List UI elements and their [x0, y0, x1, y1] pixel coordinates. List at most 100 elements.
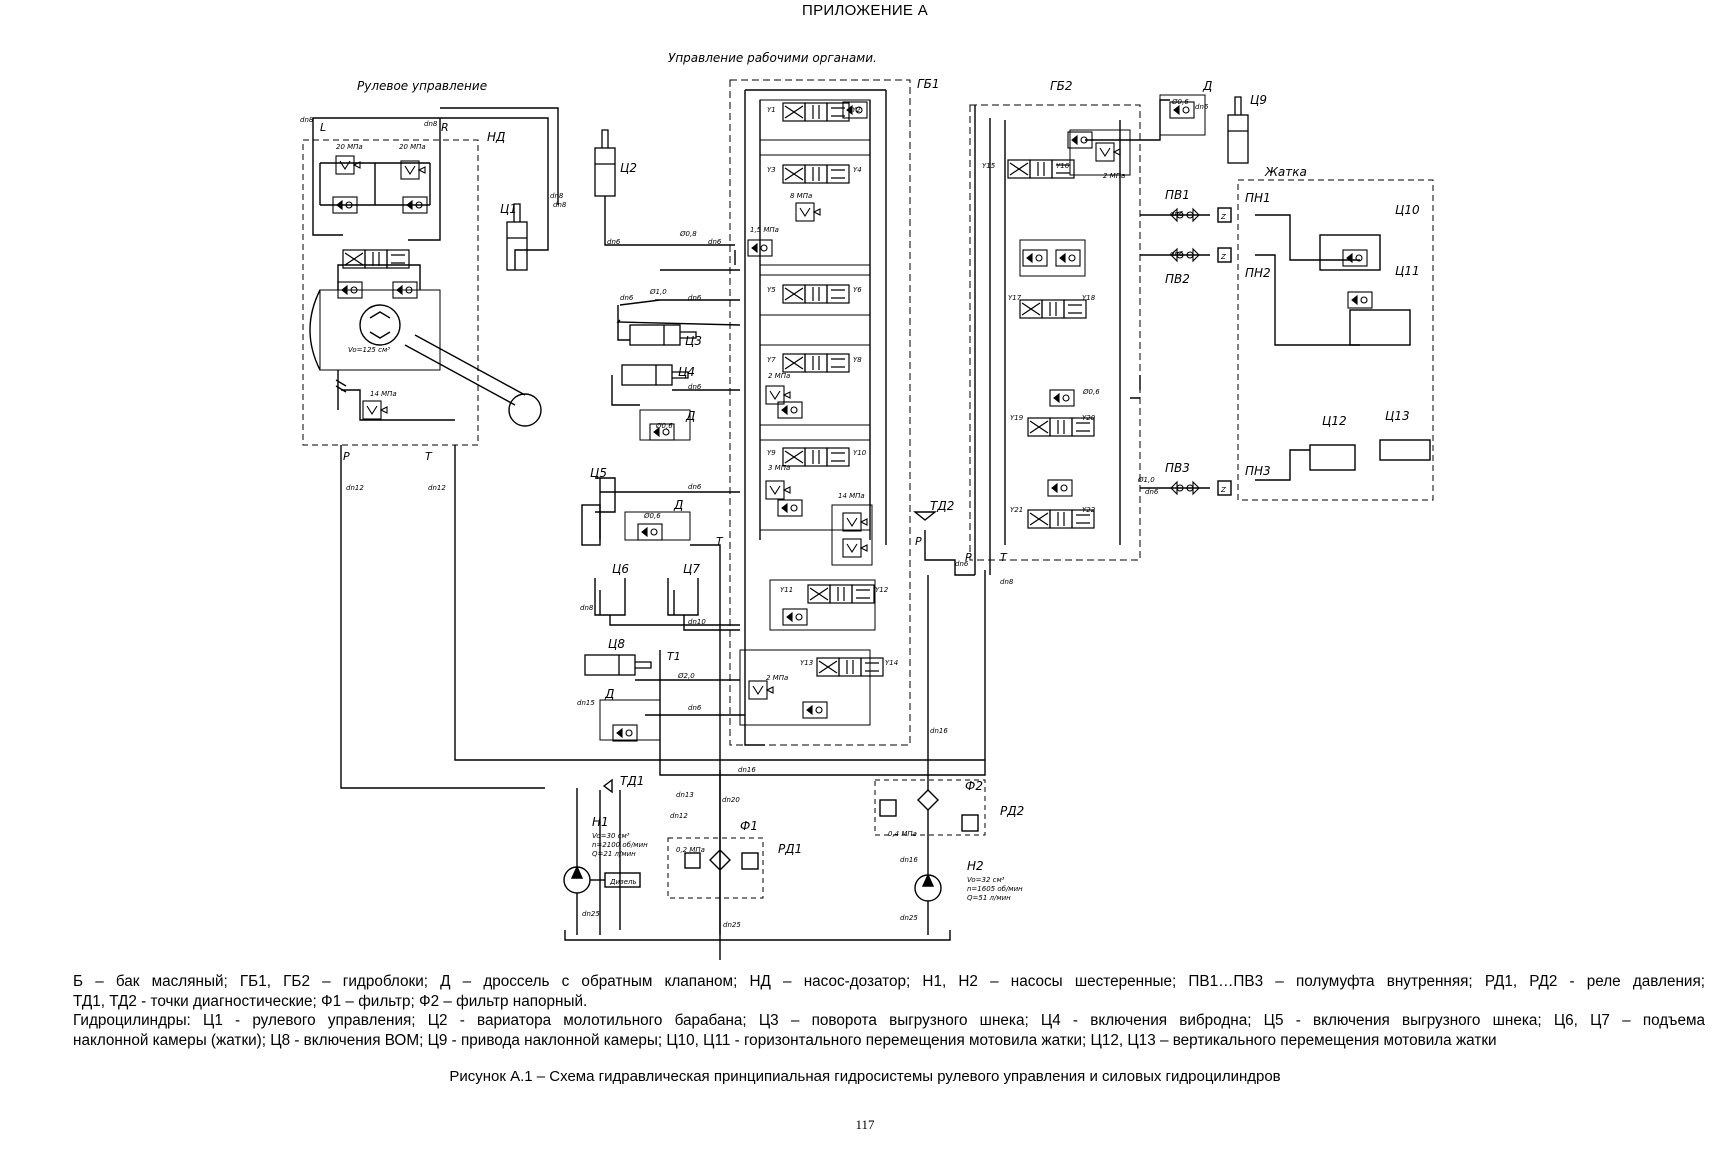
pipe-dn6-6: dn6 [688, 483, 702, 491]
solenoid-y10: Y10 [853, 449, 867, 457]
steering-group [302, 107, 655, 789]
pressure-8: 8 МПа [790, 192, 812, 200]
solenoid-y5: Y5 [767, 286, 776, 294]
pressure-20a: 20 МПа [336, 143, 363, 151]
label-td2: ТД2 [930, 499, 954, 513]
pipe-dn25-2: dn25 [723, 921, 741, 929]
label-c6: Ц6 [612, 562, 629, 576]
port-t-steering: T [425, 450, 433, 463]
pressure-2b: 2 МПа [766, 674, 788, 682]
solenoid-y17: Y17 [1008, 294, 1022, 302]
port-p-steering: P [343, 450, 350, 463]
orifice-0-6c: Ø0,6 [1171, 98, 1189, 106]
solenoid-y9: Y9 [767, 449, 776, 457]
pressure-14a: 14 МПа [370, 390, 397, 398]
h2-displacement: Vo=32 см³ [967, 876, 1005, 884]
solenoid-y14: Y14 [885, 659, 898, 667]
legend-line: ТД1, ТД2 - точки диагностические; Ф1 – ф… [73, 992, 588, 1010]
label-c5: Ц5 [590, 466, 607, 480]
solenoid-y21: Y21 [1010, 506, 1023, 514]
label-c8: Ц8 [608, 637, 625, 651]
label-pn1: ПН1 [1245, 191, 1271, 205]
gb1-block [659, 79, 986, 960]
orifice-1-0b: Ø1,0 [1137, 476, 1155, 484]
pipe-dn6-5: dn6 [688, 383, 702, 391]
solenoid-y8: Y8 [853, 356, 862, 364]
pipe-dn8-3: dn8 [550, 192, 564, 200]
pressure-0-2: 0,2 МПа [676, 846, 705, 854]
pipe-dn6-8: dn6 [1170, 250, 1184, 258]
page-number: 117 [855, 1117, 875, 1132]
pipe-dn8-4: dn8 [553, 201, 567, 209]
pipe-dn6-4: dn6 [688, 294, 702, 302]
pipe-dn8-5: dn8 [1000, 578, 1014, 586]
label-header: Жатка [1264, 165, 1307, 179]
label-c4: Ц4 [678, 365, 695, 379]
gb1-pressure-rail [744, 90, 887, 560]
pipe-dn16-3: dn16 [738, 766, 756, 774]
pipe-dn8-2: dn8 [424, 120, 438, 128]
label-h1: Н1 [592, 815, 609, 829]
metering-pump-symbol [359, 304, 401, 346]
pipe-dn6-3: dn6 [620, 294, 634, 302]
pressure-14b: 14 МПа [838, 492, 865, 500]
label-c9: Ц9 [1250, 93, 1267, 107]
label-h2: Н2 [967, 859, 984, 873]
label-c11: Ц11 [1395, 264, 1420, 278]
pipe-dn16-1: dn16 [930, 727, 948, 735]
pressure-filter-f2 [917, 789, 939, 811]
pipe-dn16-2: dn16 [900, 856, 918, 864]
pipe-dn6-1: dn6 [607, 238, 621, 246]
label-d-4: Д [1202, 79, 1212, 93]
port-t-gb2: T [1000, 551, 1008, 564]
solenoid-y6: Y6 [853, 286, 862, 294]
solenoid-y22: Y22 [1082, 506, 1096, 514]
h1-speed: n=2100 об/мин [592, 841, 648, 849]
pipe-dn6-10: dn6 [688, 704, 702, 712]
label-pn3: ПН3 [1245, 464, 1271, 478]
tank [564, 930, 951, 941]
plug-z-1: Z [1220, 213, 1226, 221]
td2-link [913, 105, 991, 576]
pressure-1-5: 1,5 МПа [750, 226, 779, 234]
orifice-0-6d: Ø0,6 [1082, 388, 1100, 396]
solenoid-y18: Y18 [1082, 294, 1096, 302]
solenoid-y13: Y13 [800, 659, 813, 667]
label-f1: Ф1 [740, 819, 758, 833]
pipe-dn6-12: dn6 [1195, 103, 1209, 111]
pipe-dn25-1: dn25 [582, 910, 600, 918]
solenoid-y4: Y4 [853, 166, 862, 174]
plug-z-3: Z [1220, 486, 1226, 494]
solenoid-y20: Y20 [1082, 414, 1096, 422]
label-c1: Ц1 [500, 202, 517, 216]
orifice-0-6a: Ø0,6 [655, 422, 673, 430]
tank-and-pumps [563, 575, 986, 941]
pipe-dn15: dn15 [577, 699, 595, 707]
steering-column [404, 334, 526, 406]
hydraulic-schematic: Управление рабочими органами. Рулевое уп… [300, 51, 1434, 960]
label-td1: ТД1 [620, 774, 644, 788]
solenoid-y2: Y2 [852, 106, 861, 114]
pipe-dn12-3: dn12 [670, 812, 688, 820]
h1-flow: Q=21 л/мин [592, 850, 636, 858]
pipe-dn20: dn20 [722, 796, 740, 804]
header-frame [1237, 179, 1434, 501]
label-steering: Рулевое управление [357, 79, 487, 93]
steering-block-frame [302, 139, 479, 446]
label-f2: Ф2 [965, 779, 983, 793]
page-title: ПРИЛОЖЕНИЕ А [802, 2, 928, 19]
pipe-dn25-3: dn25 [900, 914, 918, 922]
label-d-2: Д [673, 498, 683, 512]
pipe-dn6-2: dn6 [708, 238, 722, 246]
pressure-0-4: 0,4 МПа [888, 830, 917, 838]
nd-displacement: Vo=125 см³ [348, 346, 390, 354]
pipe-dn12-2: dn12 [428, 484, 446, 492]
steering-wheel [508, 393, 542, 427]
label-d-1: Д [685, 409, 695, 423]
label-nd: НД [487, 130, 505, 144]
pipe-dn6-7: dn6 [1170, 210, 1184, 218]
pressure-line-P [340, 445, 545, 789]
solenoid-y1: Y1 [767, 106, 776, 114]
legend-line: наклонной камеры (жатки); Ц8 - включения… [73, 1031, 1497, 1049]
pressure-2a: 2 МПа [768, 372, 790, 380]
